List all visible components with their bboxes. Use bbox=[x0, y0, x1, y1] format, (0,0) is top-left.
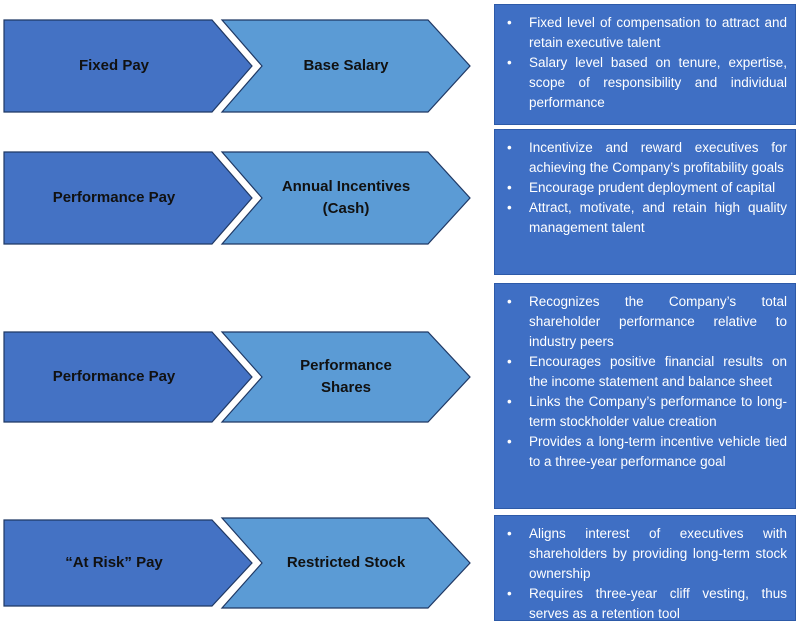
bullet-item: •Salary level based on tenure, expertise… bbox=[507, 55, 787, 110]
bullet-item: •Links the Company’s performance to long… bbox=[507, 394, 787, 429]
category-chevron bbox=[3, 519, 253, 607]
bullet-item: •Encourages positive financial results o… bbox=[507, 354, 787, 389]
component-chevron bbox=[220, 151, 471, 245]
bullet-item: •Fixed level of compensation to attract … bbox=[507, 15, 787, 50]
bullet-item: •Provides a long-term incentive vehicle … bbox=[507, 434, 787, 469]
description-box: •Fixed level of compensation to attract … bbox=[494, 4, 796, 125]
category-label: “At Risk” Pay bbox=[65, 554, 163, 571]
component-label: Restricted Stock bbox=[286, 554, 406, 571]
component-label: Performance Shares bbox=[300, 357, 392, 396]
category-chevron bbox=[3, 331, 253, 423]
component-chevron bbox=[220, 19, 471, 113]
bullet-item: •Attract, motivate, and retain high qual… bbox=[507, 200, 787, 235]
bullet-item: •Recognizes the Company’s total sharehol… bbox=[507, 294, 787, 349]
chevron-pair bbox=[3, 517, 471, 609]
component-chevron bbox=[220, 517, 471, 609]
chevron-pair bbox=[3, 331, 471, 423]
component-label: Annual Incentives (Cash) bbox=[281, 178, 411, 217]
category-chevron bbox=[3, 19, 253, 113]
category-label: Performance Pay bbox=[52, 368, 176, 385]
bullet-item: •Incentivize and reward executives for a… bbox=[507, 140, 787, 175]
description-box: •Incentivize and reward executives for a… bbox=[494, 129, 796, 275]
category-label: Performance Pay bbox=[52, 189, 176, 206]
category-chevron bbox=[3, 151, 253, 245]
description-box: •Recognizes the Company’s total sharehol… bbox=[494, 283, 796, 509]
category-label: Fixed Pay bbox=[78, 57, 150, 74]
bullet-item: •Encourage prudent deployment of capital bbox=[507, 180, 776, 195]
bullet-item: •Requires three-year cliff vesting, thus… bbox=[507, 586, 787, 621]
chevron-pair bbox=[3, 19, 471, 113]
component-label: Base Salary bbox=[303, 57, 389, 74]
chevron-pair bbox=[3, 151, 471, 245]
description-box: •Aligns interest of executives with shar… bbox=[494, 515, 796, 621]
component-chevron bbox=[220, 331, 471, 423]
bullet-item: •Aligns interest of executives with shar… bbox=[507, 526, 787, 581]
